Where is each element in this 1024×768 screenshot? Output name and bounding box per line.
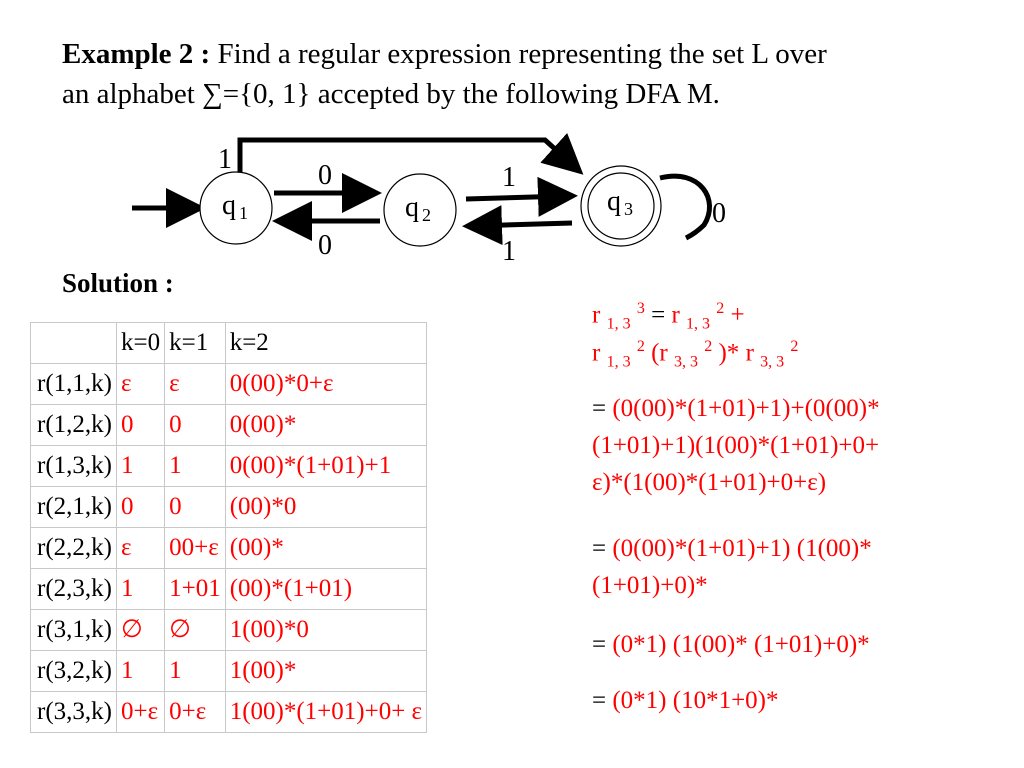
label-q1-q3: 1 [218, 144, 232, 175]
label-q3-loop: 0 [712, 198, 726, 229]
value-cell-k1: 0+ε [164, 691, 226, 733]
state-q3-name: q [607, 186, 621, 217]
value-cell-k1: 1 [164, 650, 226, 692]
svg-text:q2: q2 [405, 192, 431, 225]
state-q3-index: 3 [624, 199, 633, 219]
row-label-cell: r(3,1,k) [30, 609, 117, 651]
value-cell-k1: 0 [164, 486, 226, 528]
value-cell-k0: 0 [115, 404, 166, 446]
value-cell-k1: 0 [164, 404, 226, 446]
value-cell-k0: ε [115, 363, 166, 405]
row-label-cell: r(3,2,k) [30, 650, 117, 692]
table-row: r(3,1,k)∅∅1(00)*0 [30, 609, 428, 651]
solution-label: Solution : [62, 268, 174, 298]
value-cell-k0: 0+ε [115, 691, 166, 733]
example-label: Example 2 : [62, 38, 211, 70]
step1-line3: ε)*(1(00)*(1+01)+0+ε) [592, 469, 827, 496]
row-label-cell: r(1,2,k) [30, 404, 117, 446]
value-cell-k1: 1+01 [164, 568, 226, 610]
value-cell-k2: 0(00)* [224, 404, 428, 446]
edge-q3-loop [659, 173, 712, 241]
edge-q3-q2 [462, 205, 573, 246]
value-cell-k2: 0(00)*(1+01)+1 [224, 445, 428, 487]
step1-line1: = (0(00)*(1+01)+1)+(0(00)* [592, 395, 880, 422]
value-cell-k2: 1(00)* [224, 650, 428, 692]
row-label-cell: r(2,1,k) [30, 486, 117, 528]
row-label-cell: r(1,1,k) [30, 363, 117, 405]
label-q1-q2: 0 [318, 160, 332, 191]
table-header-cell: k=0 [115, 322, 166, 364]
step3-line: = (0*1) (1(00)* (1+01)+0)* [592, 631, 870, 658]
value-cell-k2: 1(00)*0 [224, 609, 428, 651]
row-label-cell: r(3,3,k) [30, 691, 117, 733]
value-cell-k1: ∅ [164, 609, 226, 651]
value-cell-k0: ∅ [115, 609, 166, 651]
value-cell-k0: 1 [115, 568, 166, 610]
value-cell-k2: (00)* [224, 527, 428, 569]
value-cell-k2: (00)*(1+01) [224, 568, 428, 610]
value-cell-k1: 00+ε [164, 527, 226, 569]
step2-line2: (1+01)+0)* [592, 572, 708, 599]
value-cell-k1: 1 [164, 445, 226, 487]
svg-text:q3: q3 [607, 186, 633, 219]
step2-line1: = (0(00)*(1+01)+1) (1(00)* [592, 535, 872, 562]
row-label-cell: r(2,3,k) [30, 568, 117, 610]
edge-q2-q3 [465, 176, 578, 217]
value-cell-k0: 1 [115, 445, 166, 487]
row-label-cell: r(1,3,k) [30, 445, 117, 487]
state-q1-index: 1 [239, 203, 248, 223]
step1-line2: (1+01)+1)(1(00)*(1+01)+0+ [592, 432, 880, 459]
value-cell-k0: 0 [115, 486, 166, 528]
table-header-cell: k=2 [224, 322, 428, 364]
label-q3-q2: 1 [502, 236, 516, 267]
state-q2-name: q [405, 192, 419, 223]
table-header-cell: k=1 [164, 322, 226, 364]
value-cell-k1: ε [164, 363, 226, 405]
edge-q1-q3 [237, 133, 584, 178]
formula-line1: r 1, 3 3 = r 1, 3 2 + [592, 300, 745, 333]
problem-text-line2: an alphabet ∑={0, 1} accepted by the fol… [62, 78, 720, 110]
value-cell-k2: 0(00)*0+ε [224, 363, 428, 405]
label-q2-q3: 1 [502, 162, 516, 193]
row-label-cell: r(2,2,k) [30, 527, 117, 569]
label-q2-q1: 0 [318, 230, 332, 261]
value-cell-k0: 1 [115, 650, 166, 692]
state-q2-index: 2 [422, 205, 431, 225]
state-q1-name: q [222, 190, 236, 221]
value-cell-k0: ε [115, 527, 166, 569]
value-cell-k2: (00)*0 [224, 486, 428, 528]
value-cell-k2: 1(00)*(1+01)+0+ ε [224, 691, 428, 733]
problem-text-line1: Find a regular expression representing t… [210, 38, 827, 70]
svg-text:q1: q1 [222, 190, 248, 223]
table-header-cell [30, 322, 117, 364]
step4-line: = (0*1) (10*1+0)* [592, 687, 779, 714]
problem-statement: Example 2 : Find a regular expression re… [62, 34, 982, 114]
formula-line2: r 1, 3 2 (r 3, 3 2 )* r 3, 3 2 [592, 338, 799, 371]
